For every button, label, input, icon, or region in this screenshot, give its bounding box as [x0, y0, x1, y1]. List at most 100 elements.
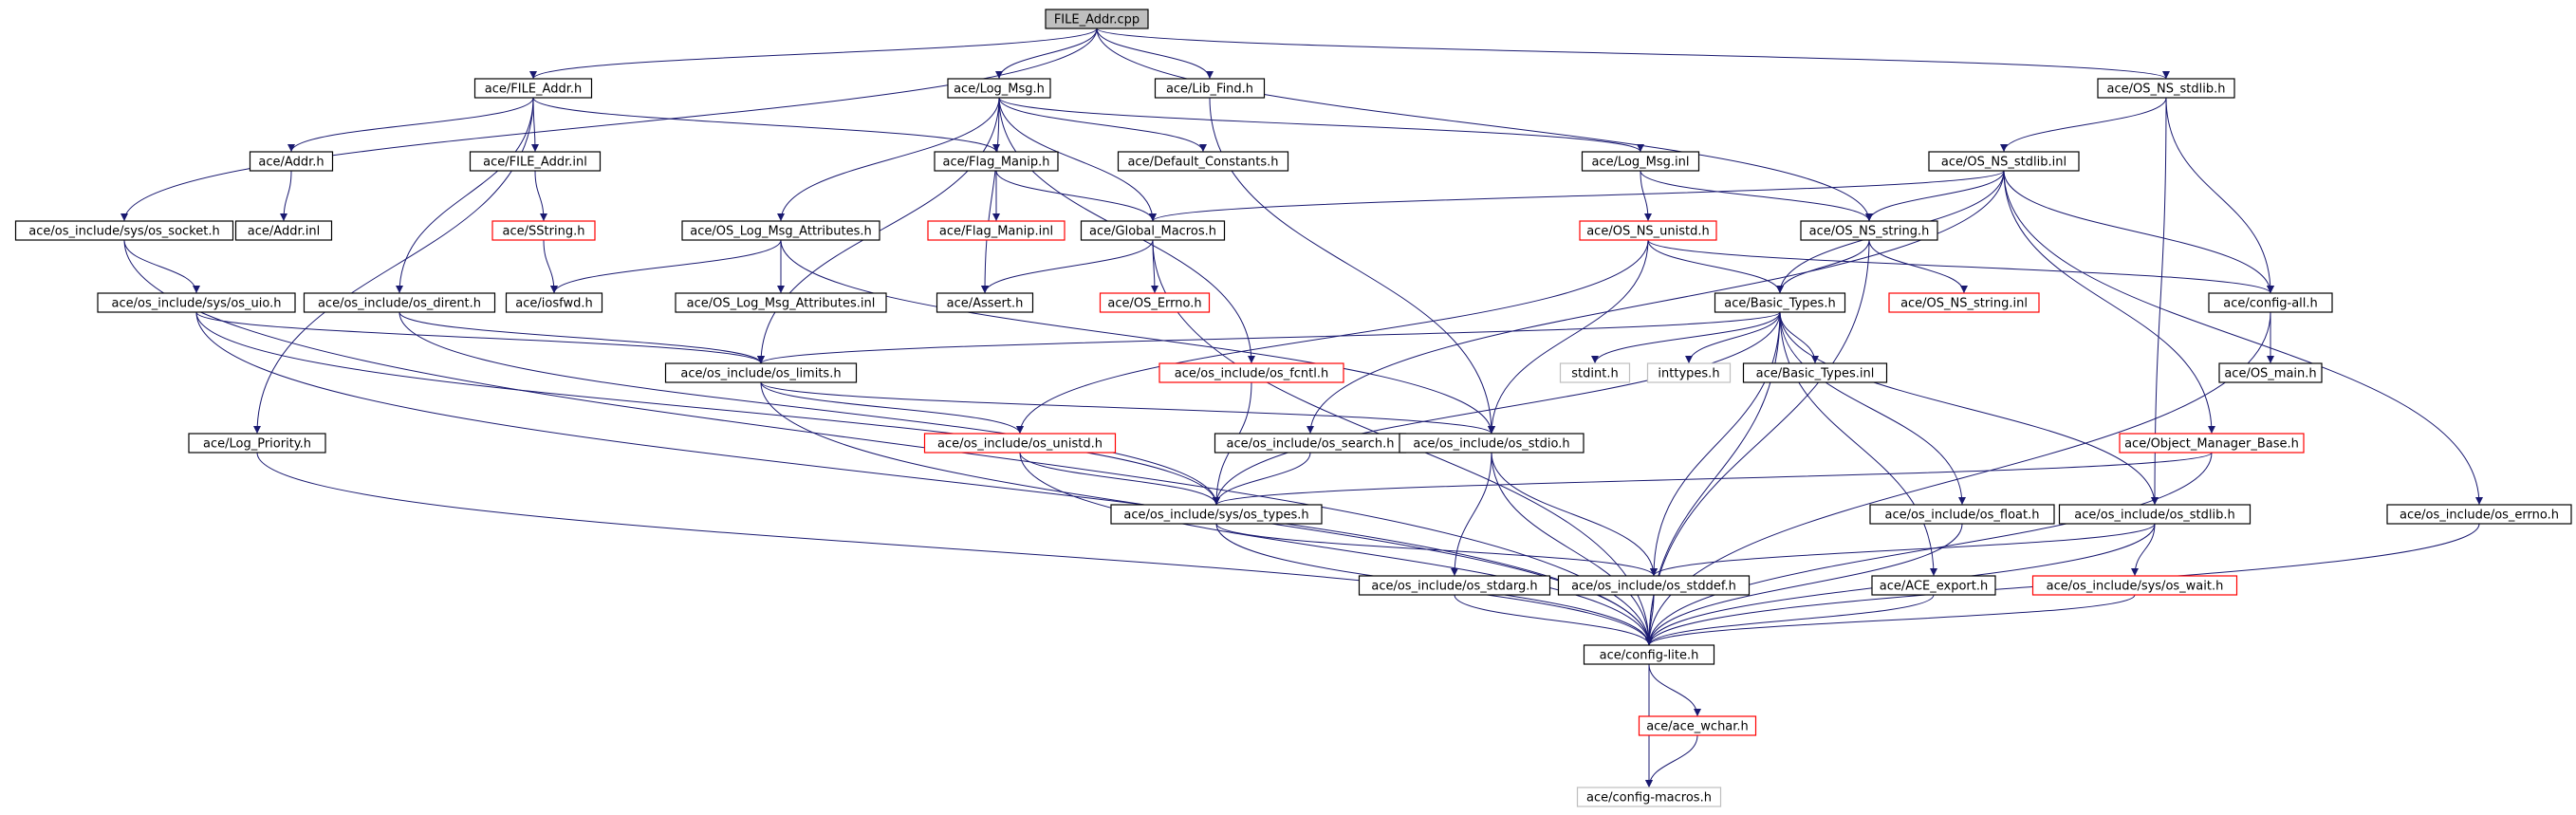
- node-label: ace/OS_NS_stdlib.inl: [1941, 156, 2066, 170]
- node-ace-os-errno-h[interactable]: ace/OS_Errno.h: [1099, 292, 1211, 313]
- node-ace-flag-manip-h[interactable]: ace/Flag_Manip.h: [934, 151, 1059, 172]
- node-box: [473, 78, 593, 99]
- node-box: [2097, 78, 2235, 99]
- node-label: ace/OS_NS_stdlib.h: [2107, 83, 2226, 97]
- node-ace-os-ns-stdlib-h[interactable]: ace/OS_NS_stdlib.h: [2097, 78, 2235, 99]
- node-box: [1581, 151, 1700, 172]
- node-ace-os-ns-string-inl[interactable]: ace/OS_NS_string.inl: [1888, 292, 2040, 313]
- edge-os_search_h-to-os_types_h: [1213, 452, 1311, 506]
- node-box: [675, 292, 887, 313]
- node-ace-lib-find-h[interactable]: ace/Lib_Find.h: [1154, 78, 1266, 99]
- node-ace-os-include-sys-os-uio-h[interactable]: ace/os_include/sys/os_uio.h: [97, 292, 296, 313]
- node-file-addr-cpp[interactable]: FILE_Addr.cpp: [1045, 9, 1149, 29]
- node-box: [1800, 220, 1938, 241]
- node-ace-ace-wchar-h[interactable]: ace/ace_wchar.h: [1638, 715, 1757, 736]
- node-box: [936, 292, 1034, 313]
- edge-config_lite_h-to-ace_wchar_h: [1648, 663, 1701, 717]
- node-label: stdint.h: [1571, 367, 1618, 381]
- edge-os_ns_stdlib_h-to-os_ns_stdlib_inl: [2000, 97, 2167, 153]
- node-ace-config-lite-h[interactable]: ace/config-lite.h: [1583, 644, 1715, 665]
- node-ace-os-include-os-errno-h[interactable]: ace/os_include/os_errno.h: [2386, 504, 2572, 525]
- node-ace-ace-export-h[interactable]: ace/ACE_export.h: [1871, 575, 1996, 596]
- node-ace-os-include-sys-os-socket-h[interactable]: ace/os_include/sys/os_socket.h: [14, 220, 234, 241]
- edge-basic_types_h-to-ace_export_h: [1779, 311, 1937, 577]
- node-label: ace/OS_Log_Msg_Attributes.inl: [687, 297, 876, 311]
- node-ace-flag-manip-inl[interactable]: ace/Flag_Manip.inl: [927, 220, 1066, 241]
- node-label: ace/os_include/os_stdarg.h: [1371, 580, 1537, 594]
- node-box: [303, 292, 496, 313]
- node-box: [1110, 504, 1323, 525]
- edge-log_msg_inl-to-os_ns_string_h: [1640, 170, 1873, 222]
- node-ace-basic-types-h[interactable]: ace/Basic_Types.h: [1714, 292, 1846, 313]
- node-ace-basic-types-inl[interactable]: ace/Basic_Types.inl: [1742, 362, 1888, 383]
- node-ace-config-macros-h[interactable]: ace/config-macros.h: [1576, 787, 1722, 807]
- node-box: [1154, 78, 1266, 99]
- node-ace-os-ns-stdlib-inl[interactable]: ace/OS_NS_stdlib.inl: [1928, 151, 2080, 172]
- node-label: ace/Basic_Types.inl: [1756, 367, 1875, 381]
- edge-flag_manip_h-to-global_macros_h: [995, 170, 1157, 222]
- node-ace-os-include-os-limits-h[interactable]: ace/os_include/os_limits.h: [664, 362, 858, 383]
- node-box: [664, 362, 858, 383]
- node-box: [1646, 362, 1732, 383]
- node-ace-addr-h[interactable]: ace/Addr.h: [249, 151, 334, 172]
- node-ace-addr-inl[interactable]: ace/Addr.inl: [234, 220, 333, 241]
- edge-os_unistd_h-to-config_lite_h: [1019, 452, 1653, 646]
- node-ace-assert-h[interactable]: ace/Assert.h: [936, 292, 1034, 313]
- node-ace-os-include-os-stdlib-h[interactable]: ace/os_include/os_stdlib.h: [2058, 504, 2252, 525]
- node-ace-file-addr-inl[interactable]: ace/FILE_Addr.inl: [469, 151, 602, 172]
- node-box: [14, 220, 234, 241]
- node-ace-os-include-os-stdarg-h[interactable]: ace/os_include/os_stdarg.h: [1358, 575, 1551, 596]
- node-ace-default-constants-h[interactable]: ace/Default_Constants.h: [1117, 151, 1289, 172]
- node-box: [1399, 433, 1585, 454]
- node-label: ace/os_include/os_dirent.h: [318, 297, 481, 311]
- node-label: ace/OS_Log_Msg_Attributes.h: [690, 225, 871, 239]
- node-ace-file-addr-h[interactable]: ace/FILE_Addr.h: [473, 78, 593, 99]
- node-ace-os-ns-unistd-h[interactable]: ace/OS_NS_unistd.h: [1579, 220, 1717, 241]
- node-label: ace/Log_Priority.h: [203, 437, 311, 452]
- node-ace-log-priority-h[interactable]: ace/Log_Priority.h: [188, 433, 326, 454]
- node-ace-os-include-os-search-h[interactable]: ace/os_include/os_search.h: [1214, 433, 1407, 454]
- node-ace-os-include-os-fcntl-h[interactable]: ace/os_include/os_fcntl.h: [1158, 362, 1344, 383]
- node-ace-log-msg-inl[interactable]: ace/Log_Msg.inl: [1581, 151, 1700, 172]
- node-ace-os-include-os-stdio-h[interactable]: ace/os_include/os_stdio.h: [1399, 433, 1585, 454]
- node-ace-os-include-os-stddef-h[interactable]: ace/os_include/os_stddef.h: [1557, 575, 1751, 596]
- edge-object_manager_base_h-to-os_types_h: [1213, 452, 2213, 506]
- edge-os_ns_unistd_h-to-config_all_h: [1647, 239, 2274, 294]
- edge-root-to-os_socket_h: [120, 28, 1098, 222]
- edge-basic_types_h-to-stdint_h: [1591, 311, 1781, 364]
- edge-os_uio_h-to-os_types_h: [195, 311, 1220, 506]
- node-label: ace/OS_NS_string.inl: [1900, 297, 2028, 311]
- node-ace-os-include-os-float-h[interactable]: ace/os_include/os_float.h: [1869, 504, 2055, 525]
- node-label: ace/OS_NS_string.h: [1809, 225, 1930, 239]
- edge-os_ns_stdlib_inl-to-global_macros_h: [1149, 170, 2005, 222]
- node-ace-os-include-sys-os-types-h[interactable]: ace/os_include/sys/os_types.h: [1110, 504, 1323, 525]
- node-ace-os-include-sys-os-wait-h[interactable]: ace/os_include/sys/os_wait.h: [2031, 575, 2238, 596]
- node-ace-os-ns-string-h[interactable]: ace/OS_NS_string.h: [1800, 220, 1938, 241]
- edge-root-to-file_addr_h: [529, 28, 1098, 80]
- node-ace-os-log-msg-attributes-inl[interactable]: ace/OS_Log_Msg_Attributes.inl: [675, 292, 887, 313]
- node-ace-global-macros-h[interactable]: ace/Global_Macros.h: [1080, 220, 1226, 241]
- edge-log_msg_h-to-os_log_msg_attr_h: [777, 97, 1000, 222]
- edge-os_types_h-to-os_stddef_h: [1215, 523, 1658, 577]
- node-ace-log-msg-h[interactable]: ace/Log_Msg.h: [947, 78, 1051, 99]
- node-box: [2218, 362, 2323, 383]
- node-ace-object-manager-base-h[interactable]: ace/Object_Manager_Base.h: [2119, 433, 2305, 454]
- node-ace-config-all-h[interactable]: ace/config-all.h: [2208, 292, 2333, 313]
- node-label: ace/FILE_Addr.h: [485, 83, 582, 97]
- node-ace-os-main-h[interactable]: ace/OS_main.h: [2218, 362, 2323, 383]
- node-ace-os-include-os-dirent-h[interactable]: ace/os_include/os_dirent.h: [303, 292, 496, 313]
- edge-basic_types_h-to-os_float_h: [1779, 311, 1966, 506]
- node-box: [681, 220, 880, 241]
- node-box: [2031, 575, 2238, 596]
- node-ace-iosfwd-h[interactable]: ace/iosfwd.h: [505, 292, 603, 313]
- node-inttypes-h[interactable]: inttypes.h: [1646, 362, 1732, 383]
- edge-log_msg_inl-to-os_ns_unistd_h: [1640, 170, 1652, 222]
- node-ace-sstring-h[interactable]: ace/SString.h: [491, 220, 596, 241]
- edge-file_addr_inl-to-sstring_h: [534, 170, 547, 222]
- node-ace-os-log-msg-attributes-h[interactable]: ace/OS_Log_Msg_Attributes.h: [681, 220, 880, 241]
- node-label: ace/ace_wchar.h: [1646, 720, 1749, 734]
- edge-global_macros_h-to-assert_h: [981, 239, 1154, 294]
- node-box: [934, 151, 1059, 172]
- node-stdint-h[interactable]: stdint.h: [1559, 362, 1631, 383]
- node-ace-os-include-os-unistd-h[interactable]: ace/os_include/os_unistd.h: [923, 433, 1117, 454]
